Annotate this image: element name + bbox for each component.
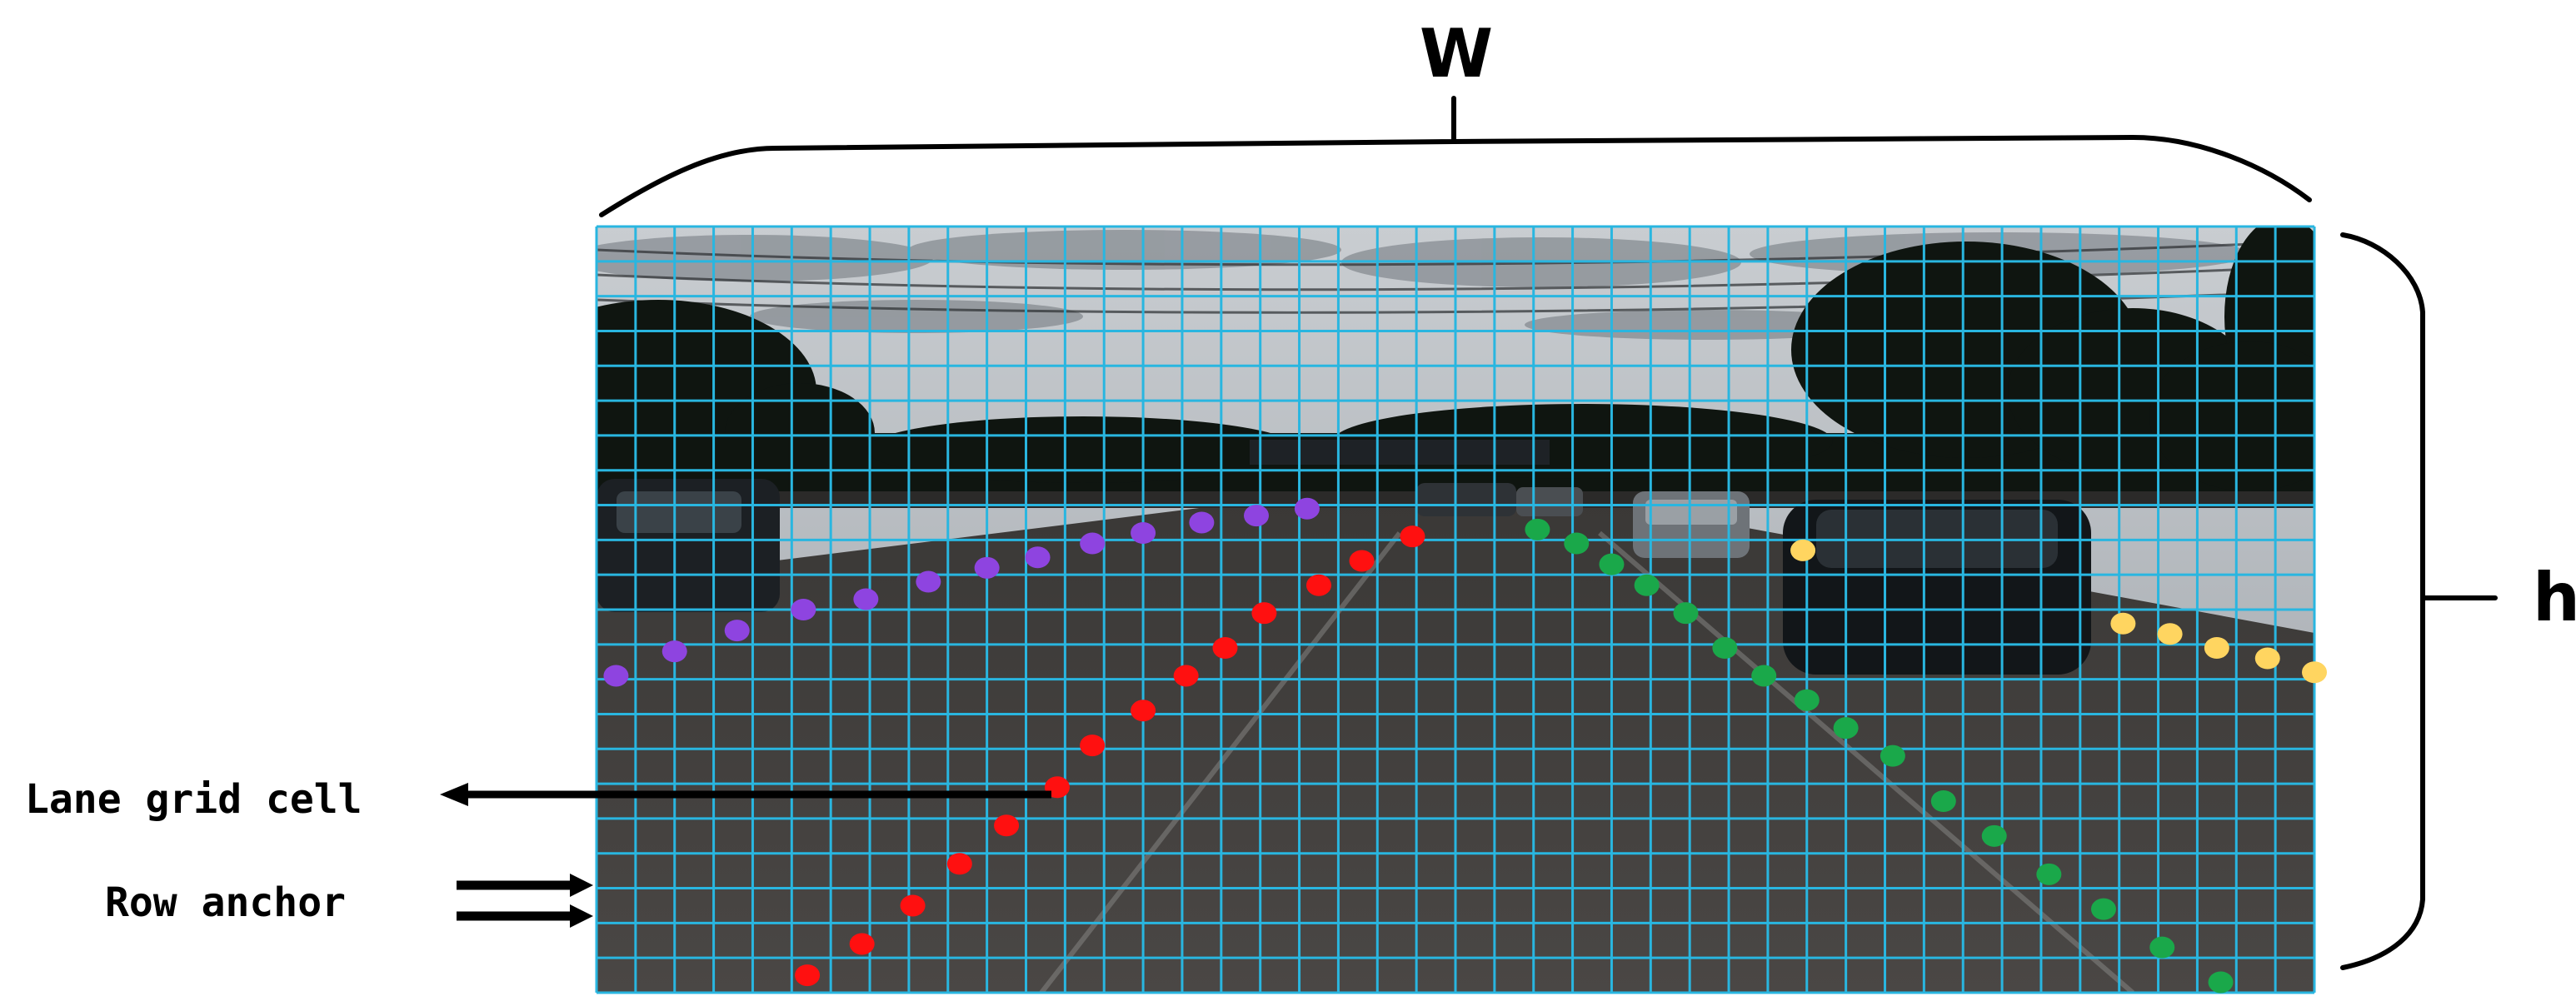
road-photo [597,227,2314,993]
lane-point-purple [603,665,629,687]
lane-point-green [1634,574,1660,596]
lane-point-green [2149,936,2175,959]
lane-point-green [1981,824,2007,847]
lane-point-red [1173,665,1199,687]
lane-point-yellow [2254,647,2280,670]
lane-point-purple [724,620,750,642]
right-cars [1416,483,2091,675]
lane-grid [595,225,2316,994]
lane-point-purple [974,556,1000,579]
lane-point-purple [1131,522,1156,544]
lane-grid-cell-label: Lane grid cell [25,776,362,823]
lane-point-red [994,814,1020,837]
lane-point-purple [1243,505,1269,527]
lane-point-purple [791,599,816,620]
left-car [597,479,780,612]
width-label: W [1420,15,1493,92]
lane-point-purple [1025,546,1051,569]
lane-point-green [1930,790,1956,812]
lane-point-red [1131,700,1156,722]
lane-point-red [795,964,821,987]
width-brace [599,96,2312,217]
lane-point-yellow [2110,612,2136,635]
lane-point-red [1251,602,1277,625]
lane-point-yellow [2157,623,2183,645]
lane-points [603,497,2327,994]
lane-point-green [2036,863,2062,885]
lane-point-yellow [2204,637,2229,659]
lane-point-purple [916,570,941,593]
lane-point-green [1833,717,1859,740]
lane-point-green [1712,637,1738,659]
height-label: h [2533,559,2576,636]
lane-point-purple [1080,532,1106,555]
lane-point-green [1794,689,1820,711]
lane-point-green [1673,602,1699,625]
lane-point-purple [1189,511,1215,534]
lane-grid-cell-arrowhead [440,783,468,806]
lane-point-red [946,853,972,875]
overpass [1250,440,1550,465]
row-anchor-arrows [457,874,593,928]
lane-point-green [1564,532,1590,555]
lane-point-yellow [1790,539,1816,561]
lane-point-green [2208,971,2234,994]
lane-point-yellow [2302,661,2327,684]
height-brace [2340,232,2498,970]
lane-point-red [1400,525,1425,548]
lane-point-purple [661,640,687,663]
lane-point-red [1080,735,1106,757]
lane-point-red [1349,550,1375,572]
lane-point-purple [853,588,879,610]
lane-point-green [1880,745,1905,767]
lane-point-green [1525,518,1550,540]
lane-point-red [849,933,875,955]
lane-point-red [1212,637,1238,659]
lane-point-red [900,894,926,917]
lane-point-green [1751,665,1777,687]
lane-point-green [2090,898,2116,920]
lane-point-green [1599,553,1625,575]
row-anchor-label: Row anchor [105,879,346,926]
lane-point-red [1305,574,1331,596]
lane-point-purple [1294,497,1320,520]
